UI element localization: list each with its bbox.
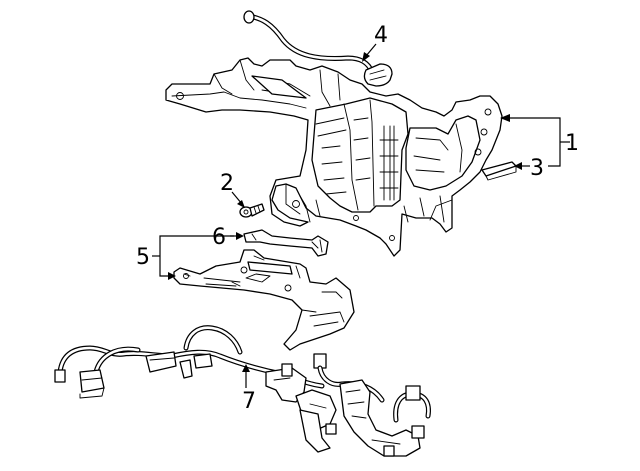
part-6-strap [243, 229, 329, 257]
bracket-right-wing [405, 115, 481, 191]
connector-left-2 [79, 369, 105, 393]
connector-left-1 [54, 369, 66, 383]
tube-end-cap [243, 10, 255, 24]
callout-6: 6 [212, 225, 226, 250]
callout-1: 1 [565, 131, 579, 156]
callout-7: 7 [242, 389, 256, 414]
connector-left-3 [145, 351, 177, 373]
part-5-plate [173, 249, 355, 351]
callout-5: 5 [136, 245, 150, 270]
part-7-harness [54, 325, 431, 457]
plate-slot [247, 261, 293, 275]
bracket-slot [251, 75, 307, 99]
part-1-main-bracket [165, 57, 503, 257]
leader-lines [152, 43, 570, 388]
part-2-bolt [239, 203, 265, 218]
callout-3: 3 [530, 156, 544, 181]
part-3-clip [481, 161, 517, 181]
callout-2: 2 [220, 171, 234, 196]
callout-4: 4 [374, 23, 388, 48]
tube-grommet [363, 63, 393, 87]
arrow-1 [500, 114, 510, 122]
